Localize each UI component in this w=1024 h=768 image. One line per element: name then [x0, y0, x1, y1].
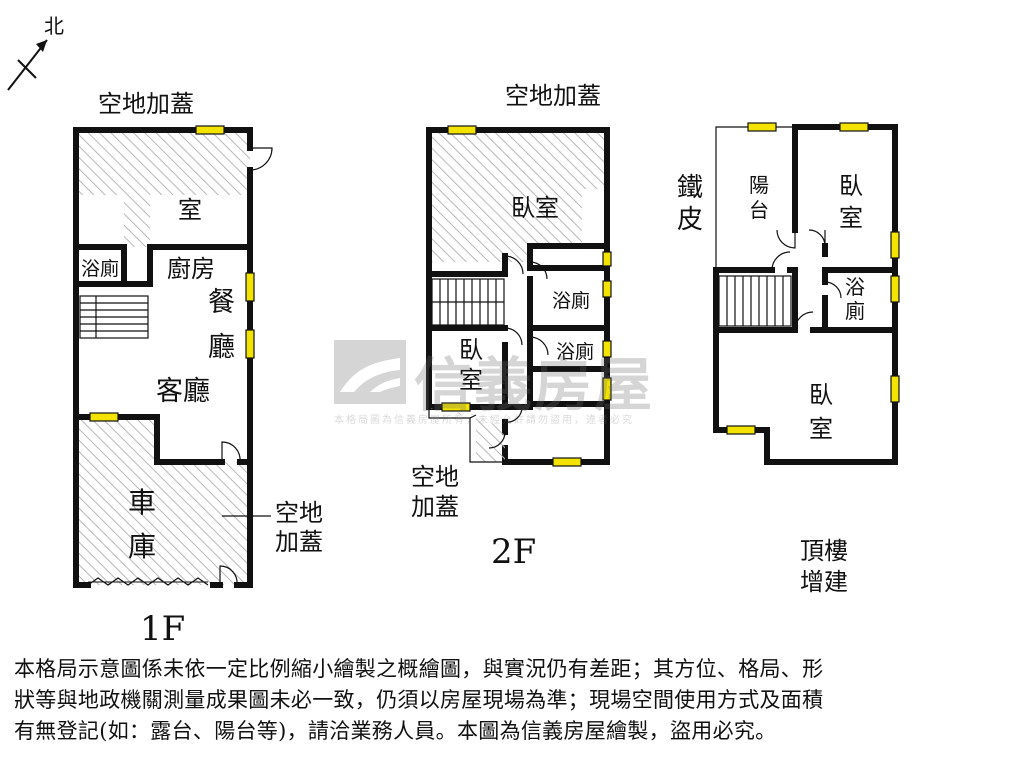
- f2-windows: [441, 125, 612, 467]
- f2-corner-extension: [429, 408, 505, 462]
- f2-bedroom-label: 臥室: [511, 194, 559, 222]
- f2-top-extension-hatch: [429, 130, 607, 262]
- roof-caption-2: 增建: [800, 568, 848, 596]
- brand-watermark: 信義房屋 本格局圖為信義房屋所有，未經允許請勿盜用，違者必究: [334, 338, 694, 428]
- compass-label: 北: [44, 14, 64, 38]
- f2-extension-label-1: 空地: [411, 463, 459, 491]
- roof-bedroom-b-label-2: 室: [809, 415, 833, 443]
- roof-iron-label-2: 皮: [677, 205, 703, 235]
- f2-top-extension-label: 空地加蓋: [505, 82, 601, 110]
- floor-1-plan: 空地加蓋 室 浴廁 廚房 餐 廳 客廳 車 庫 空地 加蓋 1F: [73, 90, 323, 649]
- f1-stairs: [79, 295, 149, 339]
- f2-bedroom-small-label-2: 室: [459, 366, 483, 394]
- f1-room-label: 室: [178, 196, 202, 224]
- f1-top-extension-label: 空地加蓋: [98, 90, 194, 118]
- f1-side-extension-label-2: 加蓋: [275, 528, 323, 556]
- f1-windows: [89, 125, 255, 422]
- roof-windows: [726, 122, 900, 435]
- roof-bath-label-2: 廁: [845, 299, 865, 323]
- roof-stairs: [718, 275, 792, 327]
- roof-bath-label-1: 浴: [845, 275, 865, 299]
- f2-extension-label-2: 加蓋: [411, 493, 459, 521]
- roof-plan: 鐵 皮 陽 台 臥 室 浴 廁 臥 室 頂樓 增建: [677, 122, 900, 596]
- disclaimer-text: 本格局示意圖係未依一定比例縮小繪製之概繪圖，與實況仍有差距；其方位、格局、形 狀…: [14, 654, 1014, 747]
- f1-caption: 1F: [140, 609, 185, 649]
- roof-balcony-label-2: 台: [749, 198, 769, 222]
- f1-dining-label-2: 廳: [208, 332, 235, 363]
- f2-bath-lower-label: 浴廁: [556, 340, 594, 363]
- f1-side-extension-label-1: 空地: [275, 499, 323, 527]
- roof-bedroom-b-label-1: 臥: [809, 381, 833, 409]
- f2-bath-upper-label: 浴廁: [552, 289, 590, 312]
- f1-kitchen-label: 廚房: [167, 255, 215, 283]
- watermark-brand: 信義房屋: [414, 351, 655, 419]
- roof-bedroom-a-label-2: 室: [839, 204, 863, 232]
- f2-caption: 2F: [491, 532, 536, 572]
- roof-iron-label-1: 鐵: [677, 173, 703, 203]
- brand-logo-icon: [334, 340, 406, 404]
- f1-garage-door: [87, 577, 209, 586]
- floor-plan-drawing: 北: [7, 14, 900, 649]
- disclaimer-line-3: 有無登記(如：露台、陽台等)，請洽業務人員。本圖為信義房屋繪製，盜用必究。: [14, 719, 777, 743]
- roof-balcony-label-1: 陽: [749, 173, 769, 197]
- watermark-notice: 本格局圖為信義房屋所有，未經允許請勿盜用，違者必究: [334, 415, 634, 426]
- f1-bath-label: 浴廁: [81, 257, 119, 280]
- f2-stairs: [431, 278, 505, 326]
- disclaimer-line-2: 狀等與地政機關測量成果圖未必一致，仍須以房屋現場為準；現場空間使用方式及面積: [14, 688, 824, 712]
- f1-garage-label-1: 車: [128, 486, 156, 519]
- f1-dining-label-1: 餐: [208, 287, 235, 318]
- f2-door-swings: [488, 255, 549, 449]
- floor-2-plan: 空地加蓋 臥室 浴廁 浴廁 臥 室 空地 加蓋 2F: [411, 82, 612, 572]
- f1-garage-label-2: 庫: [128, 530, 156, 563]
- roof-caption-1: 頂樓: [800, 537, 848, 565]
- f2-bedroom-small-label-1: 臥: [459, 336, 483, 364]
- roof-bedroom-a-label-1: 臥: [839, 172, 863, 200]
- f1-top-extension-hatch: [76, 130, 250, 247]
- f1-door-swings: [219, 147, 273, 586]
- north-compass-icon: 北: [7, 14, 64, 91]
- f1-garage-hatch: [76, 417, 247, 585]
- roof-door-swings: [771, 229, 842, 331]
- f1-living-label: 客廳: [156, 376, 210, 407]
- disclaimer-line-1: 本格局示意圖係未依一定比例縮小繪製之概繪圖，與實況仍有差距；其方位、格局、形: [14, 657, 824, 681]
